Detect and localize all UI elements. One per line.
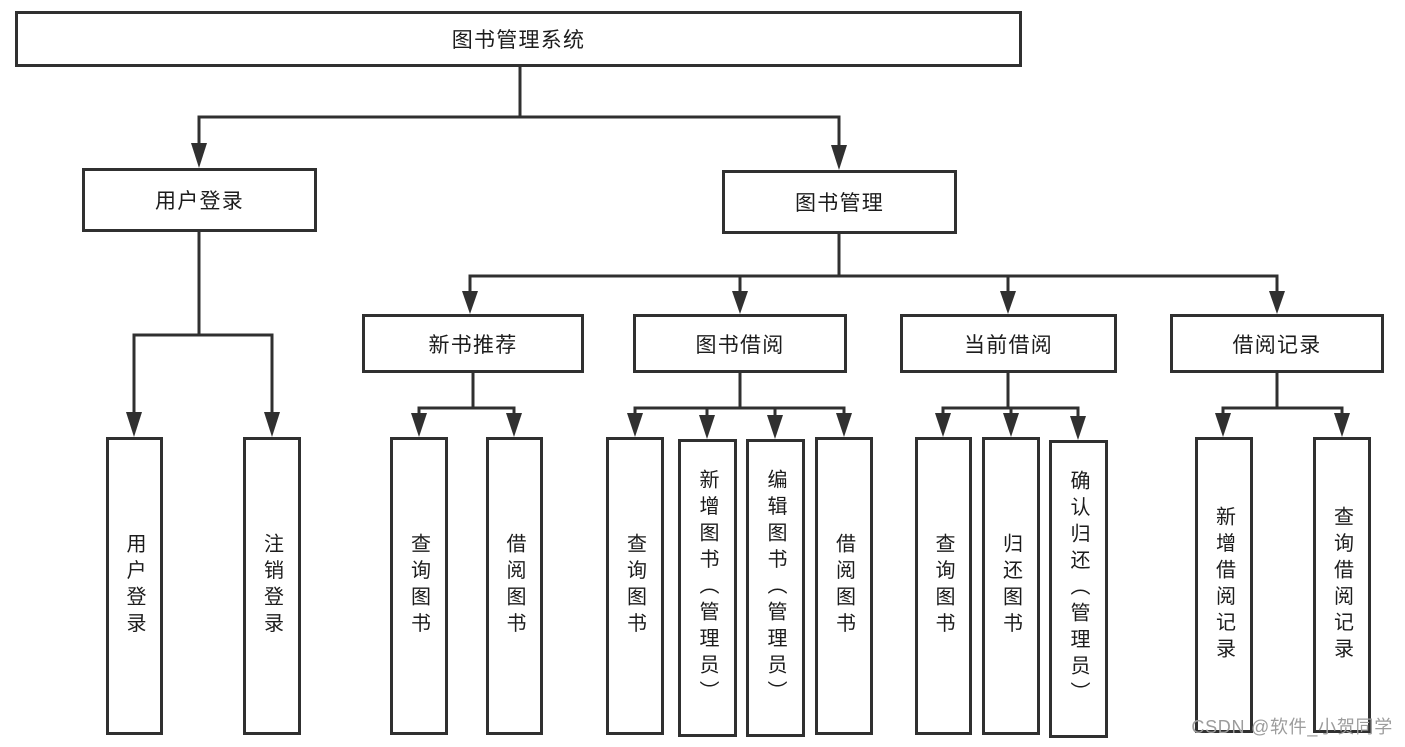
leaf-query-books: 查询图书 (606, 437, 664, 735)
leaf-user-login: 用户登录 (106, 437, 163, 735)
tree-edges (132, 67, 1344, 416)
leaf-confirm-return-admin: 确认归还（管理员） (1049, 440, 1108, 738)
node-book-management: 图书管理 (722, 170, 957, 234)
node-book-borrow: 图书借阅 (633, 314, 847, 373)
leaf-query-books: 查询图书 (390, 437, 448, 735)
node-current-borrow: 当前借阅 (900, 314, 1117, 373)
leaf-logout: 注销登录 (243, 437, 301, 735)
node-new-book-recommend: 新书推荐 (362, 314, 584, 373)
node-library-system: 图书管理系统 (15, 11, 1022, 67)
leaf-return-books: 归还图书 (982, 437, 1040, 735)
leaf-add-books-admin: 新增图书（管理员） (678, 439, 737, 737)
leaf-query-borrow-record: 查询借阅记录 (1313, 437, 1371, 733)
node-borrow-records: 借阅记录 (1170, 314, 1384, 373)
node-user-login: 用户登录 (82, 168, 317, 232)
csdn-watermark: CSDN @软件_小贺同学 (1191, 717, 1393, 737)
leaf-borrow-books: 借阅图书 (815, 437, 873, 735)
arrow-down-icons (126, 143, 1350, 440)
leaf-add-borrow-record: 新增借阅记录 (1195, 437, 1253, 733)
leaf-edit-books-admin: 编辑图书（管理员） (746, 439, 805, 737)
leaf-query-books: 查询图书 (915, 437, 972, 735)
leaf-borrow-books: 借阅图书 (486, 437, 543, 735)
